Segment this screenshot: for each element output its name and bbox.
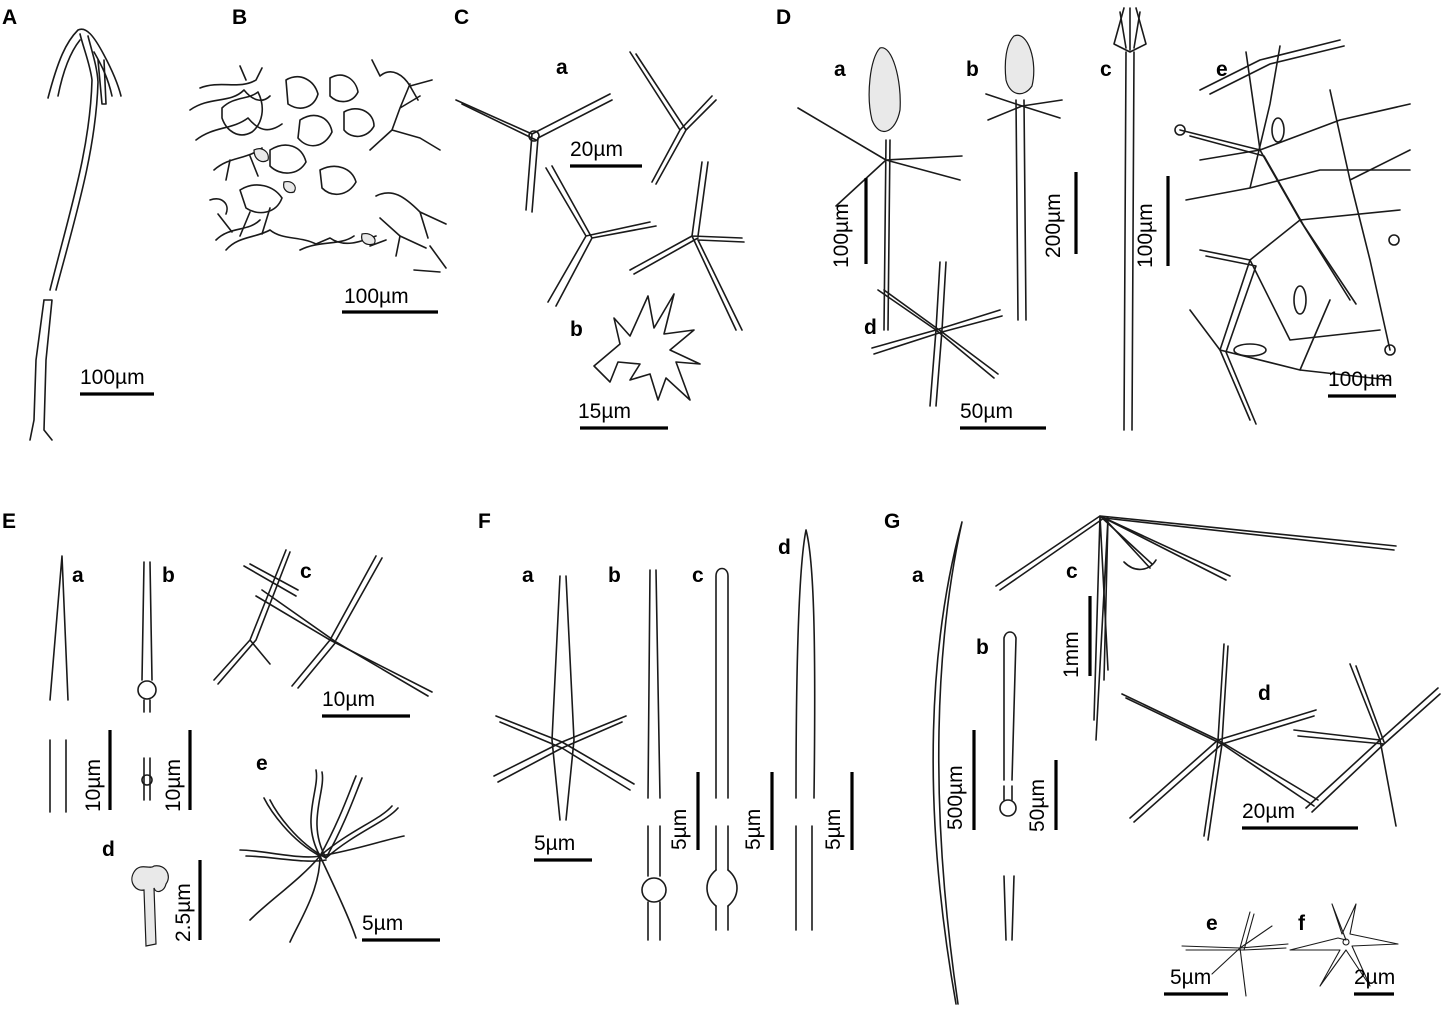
panel-f-sub-d: d — [778, 536, 791, 559]
panel-e-sub-a: a — [72, 564, 84, 587]
panel-d-a-pinule — [797, 47, 963, 331]
panel-f-label: F — [478, 510, 491, 533]
panel-c-sub-a: a — [556, 56, 568, 79]
panel-g-e-scale-text: 5µm — [1170, 966, 1211, 989]
panel-b-label: B — [232, 6, 247, 29]
panel-d-e-dictyonal-framework — [1174, 39, 1411, 425]
panel-d-e-scale-text: 100µm — [1328, 368, 1393, 391]
panel-c-a-triactines — [455, 51, 745, 331]
panel-e-e-multiradiate — [239, 769, 405, 943]
panel-e-b-scale-text: 10µm — [162, 759, 185, 812]
panel-g-label: G — [884, 510, 900, 533]
panel-g-e-hexactine — [1181, 911, 1289, 997]
panel-a-label: A — [2, 6, 17, 29]
panel-g-sub-a: a — [912, 564, 924, 587]
panel-g-f-hexactine — [1289, 903, 1399, 987]
panel-f-a-pentactine — [493, 575, 635, 821]
panel-e-d-tylote — [131, 865, 169, 947]
panel-g: G a 500µm b 50µm c 1mm d — [884, 510, 1441, 1005]
panel-d-d-spiny-hexactine — [871, 261, 1003, 407]
panel-g-d-hexactines — [1121, 643, 1441, 841]
panel-a: A 100µm — [2, 6, 154, 441]
panel-d-a-scale-text: 100µm — [830, 203, 853, 268]
panel-f-c-scale-text: 5µm — [742, 809, 765, 850]
panel-f: F a 5µm b 5µm c 5µm d — [478, 510, 854, 941]
panel-d-sub-d: d — [864, 316, 877, 339]
panel-f-d-spicule — [795, 529, 816, 931]
panel-e-sub-d: d — [102, 838, 115, 861]
panel-g-sub-e: e — [1206, 912, 1218, 935]
panel-e-a-spicule — [49, 555, 69, 813]
panel-g-sub-d: d — [1258, 682, 1271, 705]
panel-f-b-scale-text: 5µm — [668, 809, 691, 850]
panel-d-c-scale-text: 100µm — [1134, 203, 1157, 268]
panel-d-sub-e: e — [1216, 58, 1228, 81]
panel-f-b-spicule — [641, 569, 667, 941]
panel-c-label: C — [454, 6, 469, 29]
panel-d-d-scale-text: 50µm — [960, 400, 1013, 423]
panel-g-c-scale-text: 1mm — [1060, 631, 1083, 678]
panel-g-a-scale-text: 500µm — [944, 765, 967, 830]
panel-d: D a 100µm b 200µm c 100µm d — [776, 6, 1411, 431]
panel-g-sub-f: f — [1298, 912, 1306, 935]
panel-g-d-scale-text: 20µm — [1242, 800, 1295, 823]
panel-d-sub-b: b — [966, 58, 979, 81]
panel-b-scale-text: 100µm — [344, 285, 409, 308]
panel-e-label: E — [2, 510, 16, 533]
panel-g-f-scale-text: 2µm — [1354, 966, 1395, 989]
panel-d-b-pinule — [985, 34, 1063, 321]
panel-e-a-scale-text: 10µm — [82, 759, 105, 812]
panel-g-b-scale-text: 50µm — [1026, 779, 1049, 832]
panel-a-scale-text: 100µm — [80, 366, 145, 389]
panel-g-a-spicule — [932, 521, 963, 1005]
panel-d-c-spicule — [1113, 7, 1147, 431]
panel-e-sub-e: e — [256, 752, 268, 775]
panel-d-b-scale-text: 200µm — [1042, 193, 1065, 258]
panel-g-sub-b: b — [976, 636, 989, 659]
panel-d-label: D — [776, 6, 791, 29]
panel-d-sub-c: c — [1100, 58, 1112, 81]
panel-c: C a 20µm b 15µm — [454, 6, 745, 430]
panel-c-b-spiny-spicule — [593, 293, 701, 401]
panel-f-a-scale-text: 5µm — [534, 832, 575, 855]
panel-f-c-spicule — [706, 567, 738, 931]
panel-a-anchor-spicule — [29, 28, 122, 441]
panel-f-d-scale-text: 5µm — [822, 809, 845, 850]
panel-f-sub-c: c — [692, 564, 704, 587]
panel-e-sub-b: b — [162, 564, 175, 587]
panel-c-a-scale-text: 20µm — [570, 138, 623, 161]
panel-g-c-spray — [995, 515, 1397, 741]
panel-c-sub-b: b — [570, 318, 583, 341]
panel-f-sub-b: b — [608, 564, 621, 587]
panel-b-desma-cluster — [189, 59, 447, 273]
panel-d-sub-a: a — [834, 58, 846, 81]
panel-e-sub-c: c — [300, 560, 312, 583]
panel-e: E a 10µm b 10µm c 10µm d — [2, 510, 440, 947]
panel-g-b-spicule — [999, 631, 1017, 941]
panel-e-c-scale-text: 10µm — [322, 688, 375, 711]
panel-e-c-stauractines — [213, 549, 433, 697]
panel-g-sub-c: c — [1066, 560, 1078, 583]
panel-e-d-scale-text: 2.5µm — [172, 883, 195, 942]
panel-c-b-scale-text: 15µm — [578, 400, 631, 423]
panel-e-b-spicule — [137, 561, 157, 801]
panel-e-e-scale-text: 5µm — [362, 912, 403, 935]
panel-b: B 100µm — [189, 6, 447, 314]
panel-f-sub-a: a — [522, 564, 534, 587]
